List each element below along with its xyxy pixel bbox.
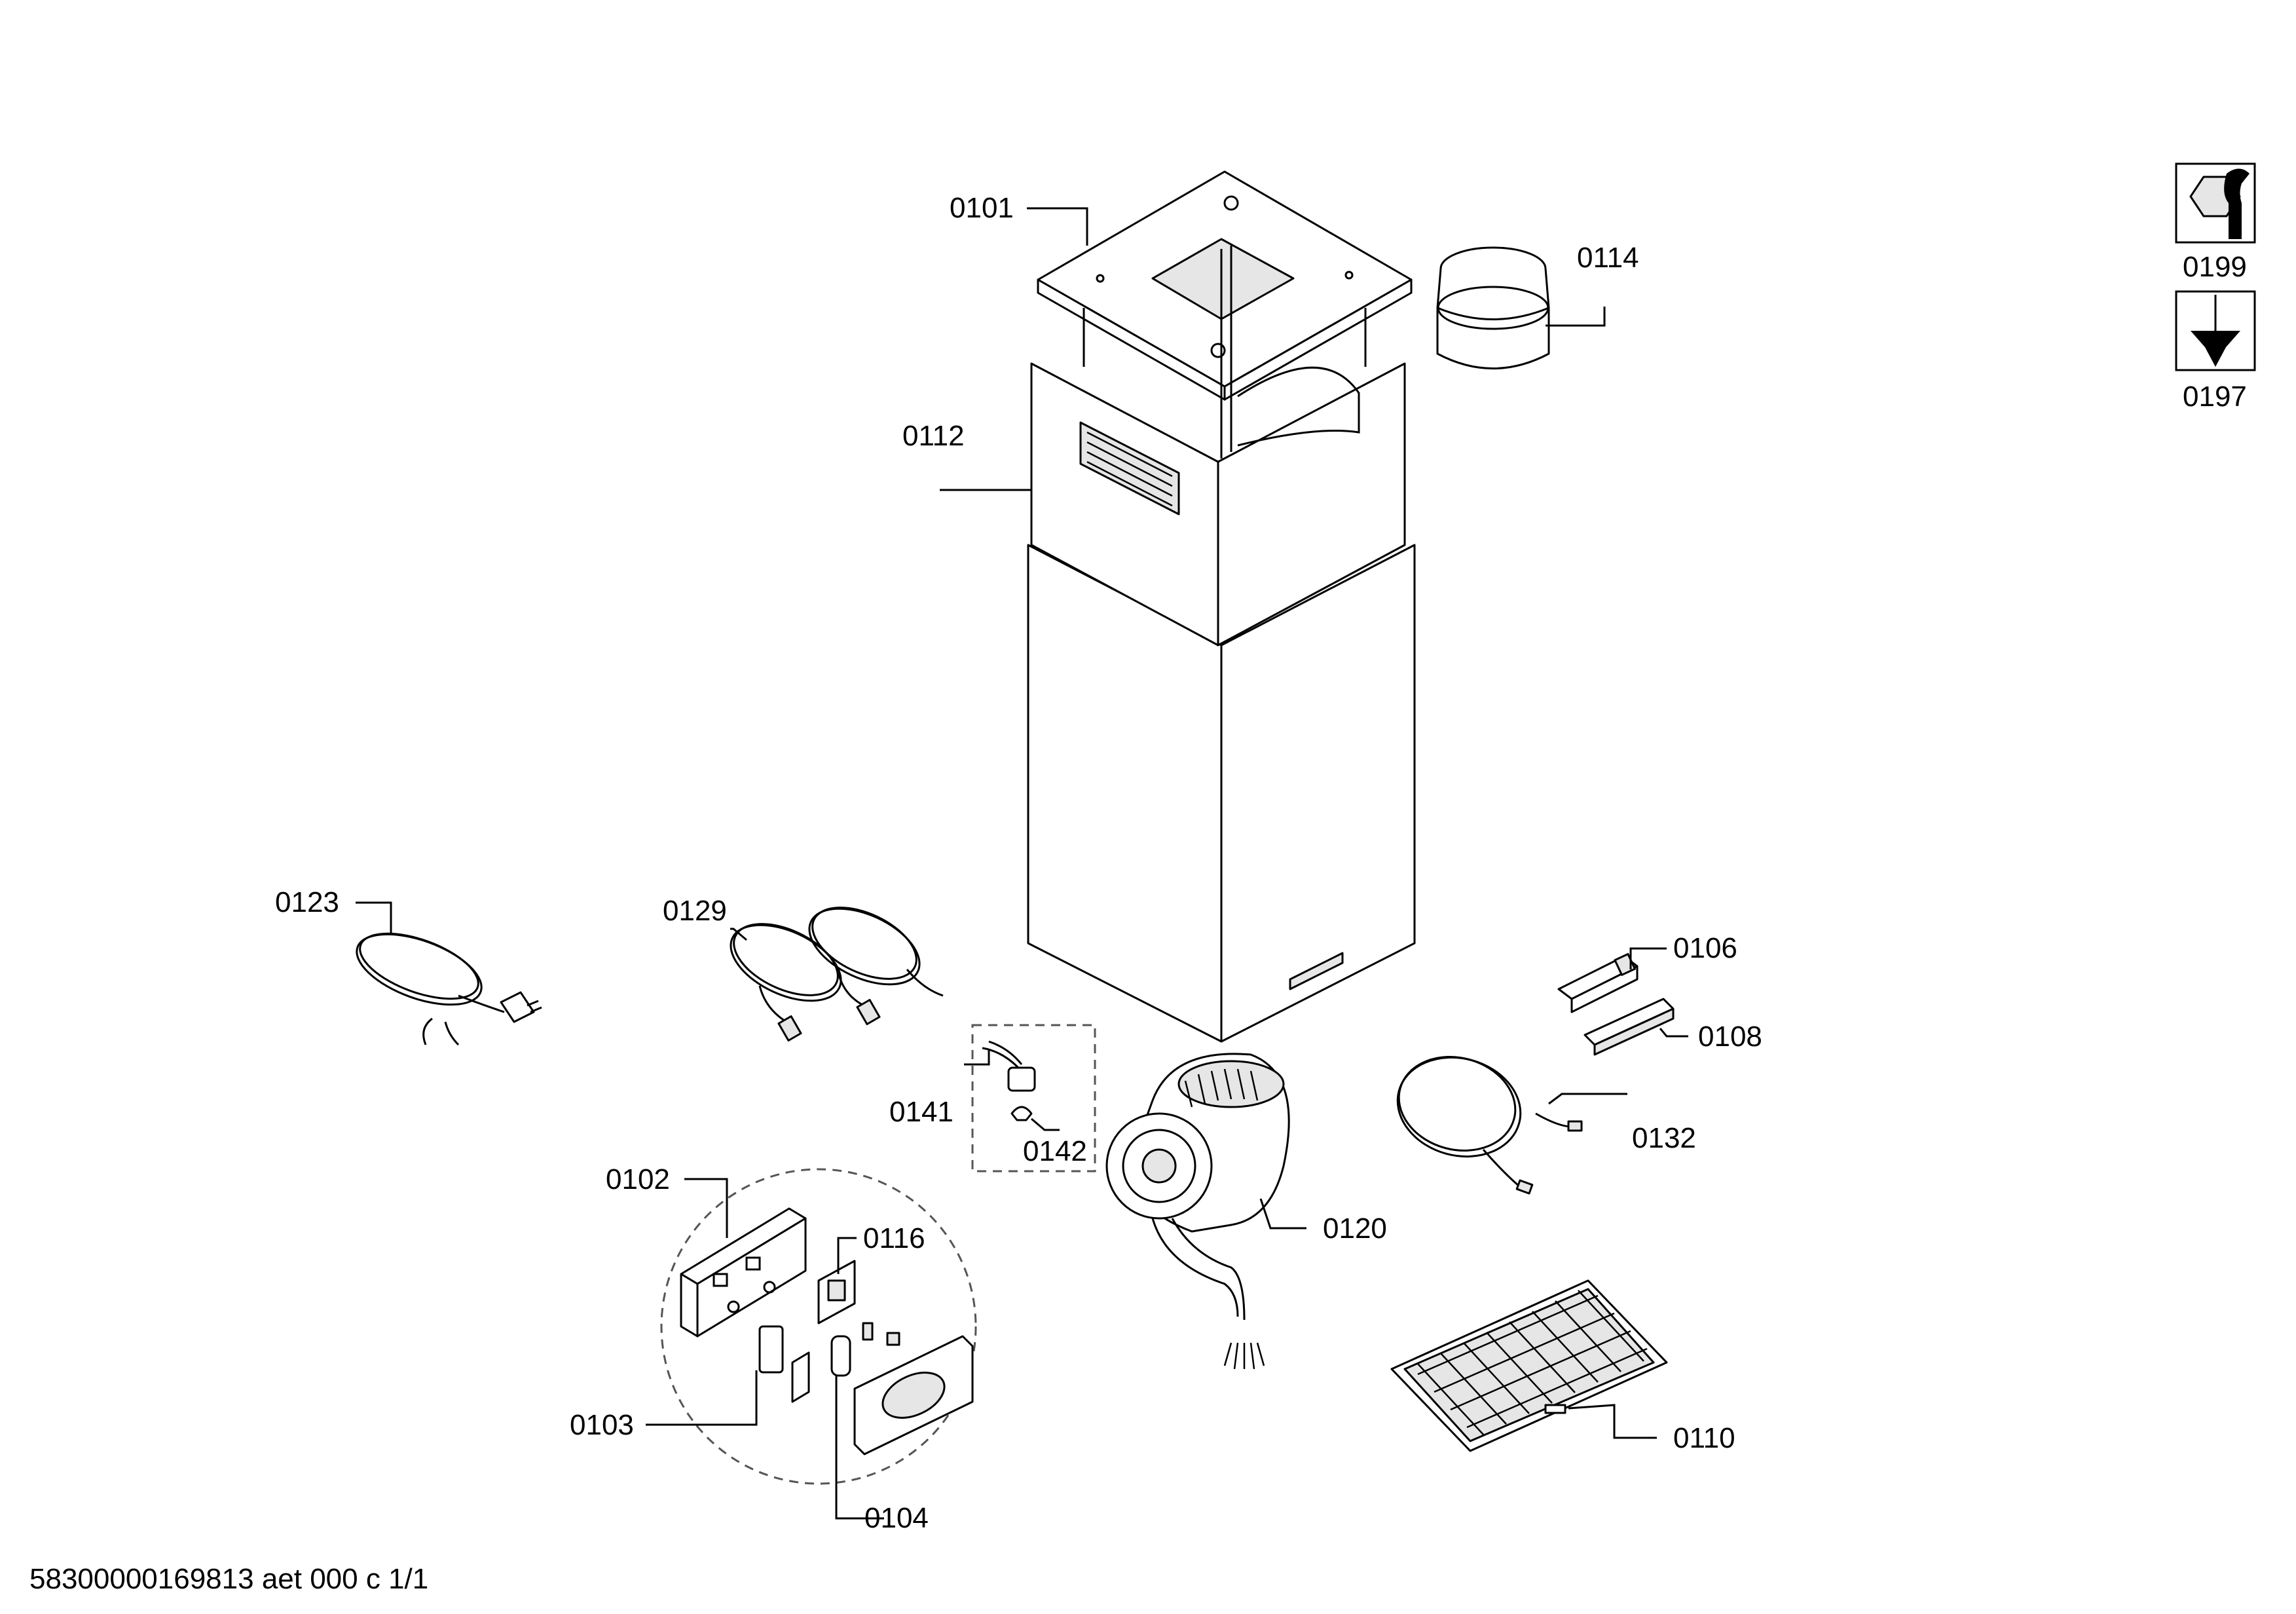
power-cord <box>356 932 542 1046</box>
label-part-0129: 0129 <box>663 895 727 927</box>
blower-motor <box>1105 1053 1290 1370</box>
chimney-duct-cover <box>1027 362 1416 1043</box>
tool-wrench-icon <box>2175 162 2256 244</box>
label-part-0108: 0108 <box>1698 1021 1762 1053</box>
label-part-0116: 0116 <box>863 1222 925 1254</box>
label-part-0101: 0101 <box>950 192 1014 224</box>
leader-lines <box>356 207 1688 1520</box>
mounting-bracket <box>1037 170 1413 459</box>
label-part-0102: 0102 <box>606 1163 670 1195</box>
grease-filter <box>1390 1279 1668 1452</box>
label-part-0142: 0142 <box>1023 1135 1087 1167</box>
control-electronics <box>660 1168 977 1485</box>
label-part-0199: 0199 <box>2183 251 2247 283</box>
connection-cable <box>1396 1055 1583 1195</box>
mounting-clips <box>1557 952 1675 1056</box>
label-part-0114: 0114 <box>1577 242 1639 274</box>
label-part-0141: 0141 <box>889 1096 954 1128</box>
document-code: 58300000169813 aet 000 c 1/1 <box>29 1563 428 1595</box>
label-part-0197: 0197 <box>2183 381 2247 413</box>
label-part-0110: 0110 <box>1673 1422 1735 1454</box>
label-part-0103: 0103 <box>570 1409 634 1441</box>
label-part-0112: 0112 <box>902 420 965 452</box>
label-part-0104: 0104 <box>864 1502 929 1534</box>
label-part-0106: 0106 <box>1673 932 1737 964</box>
lamp-assembly <box>971 1024 1096 1173</box>
screw-icon <box>2175 290 2256 371</box>
duct-adapter-ring <box>1436 246 1550 369</box>
label-part-0120: 0120 <box>1323 1212 1387 1245</box>
label-part-0123: 0123 <box>275 886 339 918</box>
wiring-harness-cables <box>730 907 944 1042</box>
label-part-0132: 0132 <box>1632 1122 1696 1154</box>
